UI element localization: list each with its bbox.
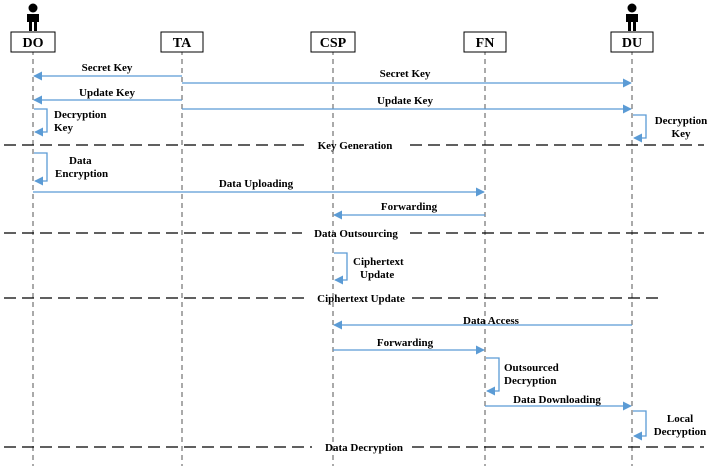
- self-label-data-encryption-do-line1: Data: [69, 155, 92, 167]
- message-label-update-key-do: Update Key: [79, 87, 135, 99]
- actor-label-do: DO: [23, 36, 44, 51]
- actor-box-do: [10, 31, 56, 53]
- self-label-ciphertext-update-csp-line1: Ciphertext: [353, 256, 404, 268]
- actor-label-ta: TA: [173, 36, 192, 51]
- actor-box-csp: [310, 31, 356, 53]
- message-label-update-key-du: Update Key: [377, 95, 433, 107]
- message-label-forwarding-to-csp: Forwarding: [381, 201, 438, 213]
- actor-box-fn: [463, 31, 507, 53]
- person-icon-do: [27, 3, 39, 31]
- person-icon-du: [626, 3, 638, 31]
- self-label-ciphertext-update-csp-line2: Update: [360, 269, 394, 281]
- message-label-data-uploading: Data Uploading: [219, 178, 294, 190]
- self-arrow-local-decryption-du: [633, 410, 647, 441]
- self-label-decryption-key-do-line1: Decryption: [54, 109, 107, 121]
- message-label-secret-key-du: Secret Key: [380, 68, 431, 80]
- phase-label-data-decryption: Data Decryption: [325, 442, 403, 454]
- actor-label-du: DU: [622, 36, 642, 51]
- message-label-data-downloading: Data Downloading: [513, 394, 601, 406]
- phase-label-ciphertext-update: Ciphertext Update: [317, 293, 405, 305]
- actor-label-csp: CSP: [320, 36, 347, 51]
- self-label-data-encryption-do-line2: Encryption: [55, 168, 108, 180]
- actor-label-fn: FN: [476, 36, 495, 51]
- self-arrow-outsourced-decryption-fn: [486, 357, 500, 396]
- self-label-local-decryption-du-line1: Local: [667, 413, 693, 425]
- self-arrow-decryption-key-do: [34, 108, 48, 137]
- self-label-outsourced-decryption-fn-line1: Outsourced: [504, 362, 559, 374]
- self-label-decryption-key-do-line2: Key: [54, 122, 73, 134]
- actor-box-du: [610, 31, 654, 53]
- self-label-decryption-key-du-line2: Key: [672, 128, 691, 140]
- actor-box-ta: [160, 31, 204, 53]
- message-label-data-access: Data Access: [463, 315, 520, 327]
- self-label-local-decryption-du-line2: Decryption: [654, 426, 707, 438]
- self-arrow-data-encryption-do: [34, 152, 48, 186]
- self-arrow-ciphertext-update-csp: [334, 252, 348, 285]
- self-label-decryption-key-du-line1: Decryption: [655, 115, 708, 127]
- message-label-forwarding-to-fn: Forwarding: [377, 337, 434, 349]
- self-arrow-decryption-key-du: [633, 114, 647, 143]
- phase-label-data-outsourcing: Data Outsourcing: [314, 228, 398, 240]
- message-label-secret-key-do: Secret Key: [82, 62, 133, 74]
- phase-label-key-generation: Key Generation: [318, 140, 393, 152]
- self-label-outsourced-decryption-fn-line2: Decryption: [504, 375, 557, 387]
